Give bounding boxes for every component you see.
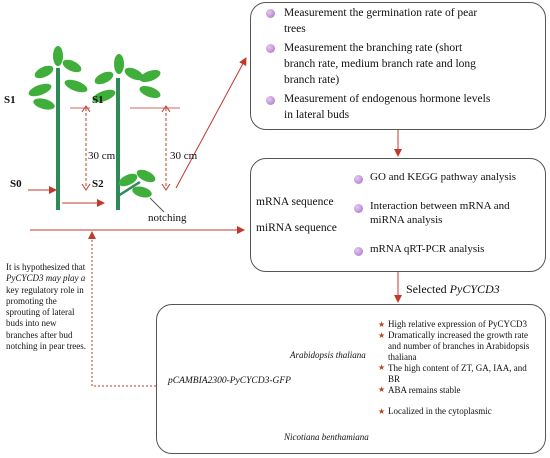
distance-right: 30 cm (170, 150, 198, 162)
selected-prefix: Selected (406, 282, 450, 296)
validation-box (156, 304, 546, 454)
measurements-box (250, 2, 546, 130)
hypothesis-line: buds into new (6, 318, 57, 329)
bullet-icon (354, 247, 363, 256)
bullet-icon (266, 9, 275, 18)
hypothesis-line: branches after bud (6, 329, 73, 340)
hypothesis-line: notching in pear trees. (6, 340, 86, 351)
measurement-line: branch rate, medium branch rate and long (284, 58, 476, 70)
measurements-list: Measurement the germination rate of pear… (284, 5, 490, 123)
hypothesis-line: sprouting of lateral (6, 307, 75, 317)
result-line: The high content of ZT, GA, IAA, and (388, 363, 527, 373)
star-icon: ★ (378, 385, 386, 394)
hypothesis-line: It is hypothesized that (6, 262, 86, 272)
hypothesis-line: promoting the (6, 295, 57, 306)
notching-label: notching (148, 212, 187, 224)
arabidopsis-label: Arabidopsis thaliana (290, 350, 366, 360)
measurement-line: in lateral buds (284, 109, 350, 121)
star-icon: ★ (378, 407, 386, 416)
hypothesis-line: PyCYCD3 may play a (6, 273, 86, 284)
star-icon: ★ (378, 363, 386, 372)
measurement-line: branch rate) (284, 74, 340, 86)
analysis-qrt-pcr: mRNA qRT-PCR analysis (370, 243, 485, 255)
result-line: and number of branches in Arabidopsis (388, 341, 530, 351)
mirna-sequence-label: miRNA sequence (256, 222, 337, 234)
bullet-icon (266, 96, 275, 105)
result-line: Dramatically increased the growth rate (388, 330, 528, 340)
bullet-icon (354, 204, 363, 213)
sequencing-box (250, 158, 546, 272)
label-s1-right: S1 (92, 94, 104, 106)
label-s1-left: S1 (4, 94, 16, 106)
nicotiana-label: Nicotiana benthamiana (284, 432, 369, 442)
construct-label: pCAMBIA2300-PyCYCD3-GFP (168, 376, 291, 386)
result-line: ABA remains stable (388, 385, 461, 395)
star-icon: ★ (378, 331, 386, 340)
measurement-line: Measurement the branching rate (short (284, 42, 463, 54)
result-line: thaliana (388, 352, 417, 362)
nicotiana-result: Localized in the cytoplasmic (388, 406, 492, 416)
label-s2: S2 (92, 178, 104, 190)
measurement-line: trees (284, 23, 306, 35)
selected-gene: PyCYCD3 (449, 282, 500, 296)
hypothesis-text: It is hypothesized that PyCYCD3 may play… (6, 262, 88, 352)
label-s0: S0 (10, 178, 22, 190)
bullet-icon (266, 44, 275, 53)
mrna-sequence-label: mRNA sequence (256, 196, 334, 208)
bullet-icon (354, 175, 363, 184)
left-tree (28, 46, 88, 210)
result-line: BR (388, 374, 401, 384)
star-icon: ★ (378, 320, 386, 329)
result-line: High relative expression of PyCYCD3 (388, 319, 527, 329)
selected-gene-label: Selected PyCYCD3 (406, 282, 500, 296)
analysis-go-kegg: GO and KEGG pathway analysis (370, 171, 517, 183)
analysis-interaction-cont: miRNA analysis (370, 214, 443, 226)
analysis-interaction: Interaction between mRNA and (370, 200, 510, 212)
hypothesis-line: key regulatory role in (6, 284, 84, 295)
measurement-line: Measurement the germination rate of pear (284, 7, 478, 19)
right-tree (92, 54, 161, 210)
distance-left: 30 cm (88, 150, 116, 162)
arrow-to-measurements (175, 57, 247, 189)
measurement-line: Measurement of endogenous hormone levels (284, 93, 491, 105)
arabidopsis-results: High relative expression of PyCYCD3 Dram… (388, 319, 529, 396)
